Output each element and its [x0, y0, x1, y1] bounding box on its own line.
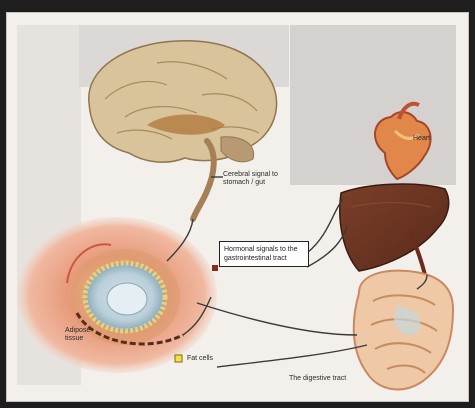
adipose-tissue-illustration	[17, 217, 217, 373]
brain-illustration	[89, 41, 277, 219]
liver-illustration	[340, 184, 449, 275]
hormone-signal-box: Hormonal signals to the gastrointestinal…	[219, 241, 309, 267]
illustration-panel: Heart Cerebral signal to stomach / gut H…	[6, 12, 469, 402]
box-anchor	[212, 265, 218, 271]
heart-label: Heart	[413, 135, 430, 143]
gut-label: The digestive tract	[289, 375, 346, 383]
intestine-illustration	[354, 271, 453, 390]
fat-cells-label: Fat cells	[187, 355, 213, 363]
fat-cells-marker	[175, 355, 182, 362]
bg-panel-right	[290, 25, 456, 185]
brain-signal-label: Cerebral signal to stomach / gut	[223, 171, 293, 187]
adipose-tissue-label: Adipose tissue	[65, 327, 105, 343]
